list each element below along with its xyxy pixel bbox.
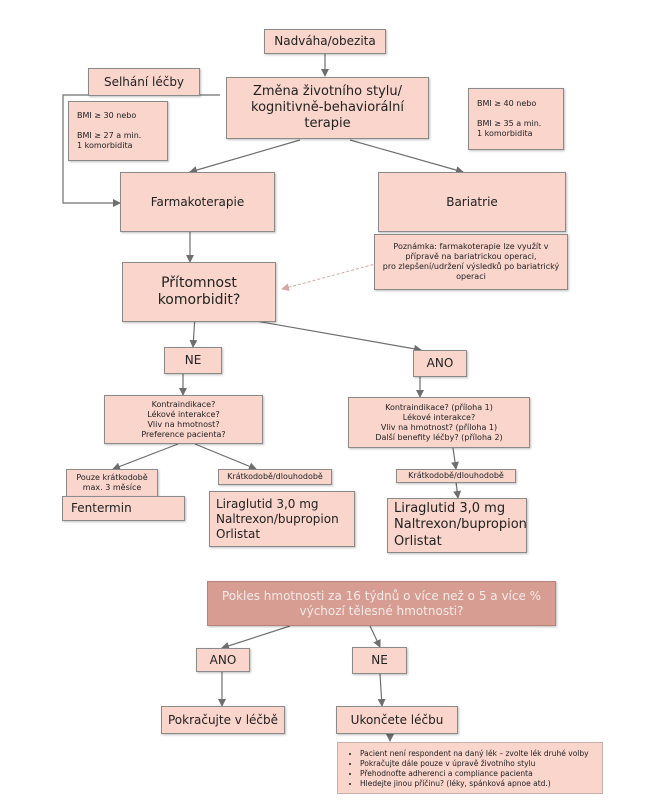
node-farmakoterapie: Farmakoterapie [120, 172, 275, 232]
node-kontraindikace-left: Kontraindikace? Lékové interakce? Vliv n… [104, 395, 263, 444]
node-pokracujte: Pokračujte v léčbě [161, 706, 285, 734]
node-kontraindikace-right: Kontraindikace? (příloha 1) Lékové inter… [348, 397, 530, 448]
arrow-zmena-to-bariatrie [349, 139, 464, 174]
node-selhani: Selhání léčby [88, 68, 200, 96]
note-item: Pacient není respondent na daný lék – zv… [360, 749, 594, 759]
node-bmi-left: BMI ≥ 30 nebo BMI ≥ 27 a min. 1 komorbid… [68, 101, 168, 161]
arrow-zmena-to-farmako [189, 139, 301, 174]
arrow-pritomnost-to-ano [249, 319, 422, 353]
arrow-pokles-to-ano [221, 625, 291, 650]
node-fentermin: Fentermin [62, 496, 185, 521]
arrow-poznamka-to-pritomnost [281, 261, 384, 292]
arrow-kontra-right-to-kratko [451, 447, 459, 470]
node-poznamka: Poznámka: farmakoterapie lze využít v př… [374, 234, 568, 290]
arrow-kontra-to-pouze [112, 443, 179, 471]
node-ukoncete: Ukončete léčbu [336, 706, 458, 734]
arrow-pokles-to-ne [369, 625, 381, 648]
node-ne-1: NE [164, 347, 222, 374]
node-pouze-kratkodobe: Pouze krátkodobě max. 3 měsíce [66, 469, 158, 497]
node-nadvaha: Nadváha/obezita [264, 29, 386, 54]
node-liraglutid-right: Liraglutid 3,0 mg Naltrexon/bupropion Or… [387, 498, 527, 553]
notes-list: Pacient není respondent na daný lék – zv… [337, 742, 603, 794]
node-ano-1: ANO [413, 350, 467, 377]
arrow-kontra-to-kratko [194, 443, 257, 471]
note-item: Přehodnoťte adherenci a compliance pacie… [360, 769, 594, 779]
node-pokles-hmotnosti: Pokles hmotnosti za 16 týdnů o více než … [207, 581, 556, 626]
node-ano-2: ANO [196, 648, 250, 672]
node-ne-2: NE [352, 647, 407, 674]
arrow-ne-to-ukoncete [377, 673, 386, 707]
note-item: Pokračujte dále pouze v úpravě životního… [360, 759, 594, 769]
note-item: Hledejte jinou příčinu? (léky, spánková … [360, 779, 594, 789]
node-kratkodobe-left: Krátkodobě/dlouhodobě [218, 469, 332, 485]
node-zmena: Změna životního stylu/ kognitivně-behavi… [226, 77, 429, 139]
node-liraglutid-left: Liraglutid 3,0 mg Naltrexon/bupropion Or… [209, 491, 355, 547]
arrow-kratko-to-lira [453, 481, 462, 499]
node-pritomnost-komorbidit: Přítomnost komorbidit? [122, 262, 276, 322]
node-bariatrie: Bariatrie [378, 172, 566, 232]
node-bmi-right: BMI ≥ 40 nebo BMI ≥ 35 a min. 1 komorbid… [468, 88, 564, 150]
node-kratkodobe-right: Krátkodobě/dlouhodobě [396, 469, 516, 483]
